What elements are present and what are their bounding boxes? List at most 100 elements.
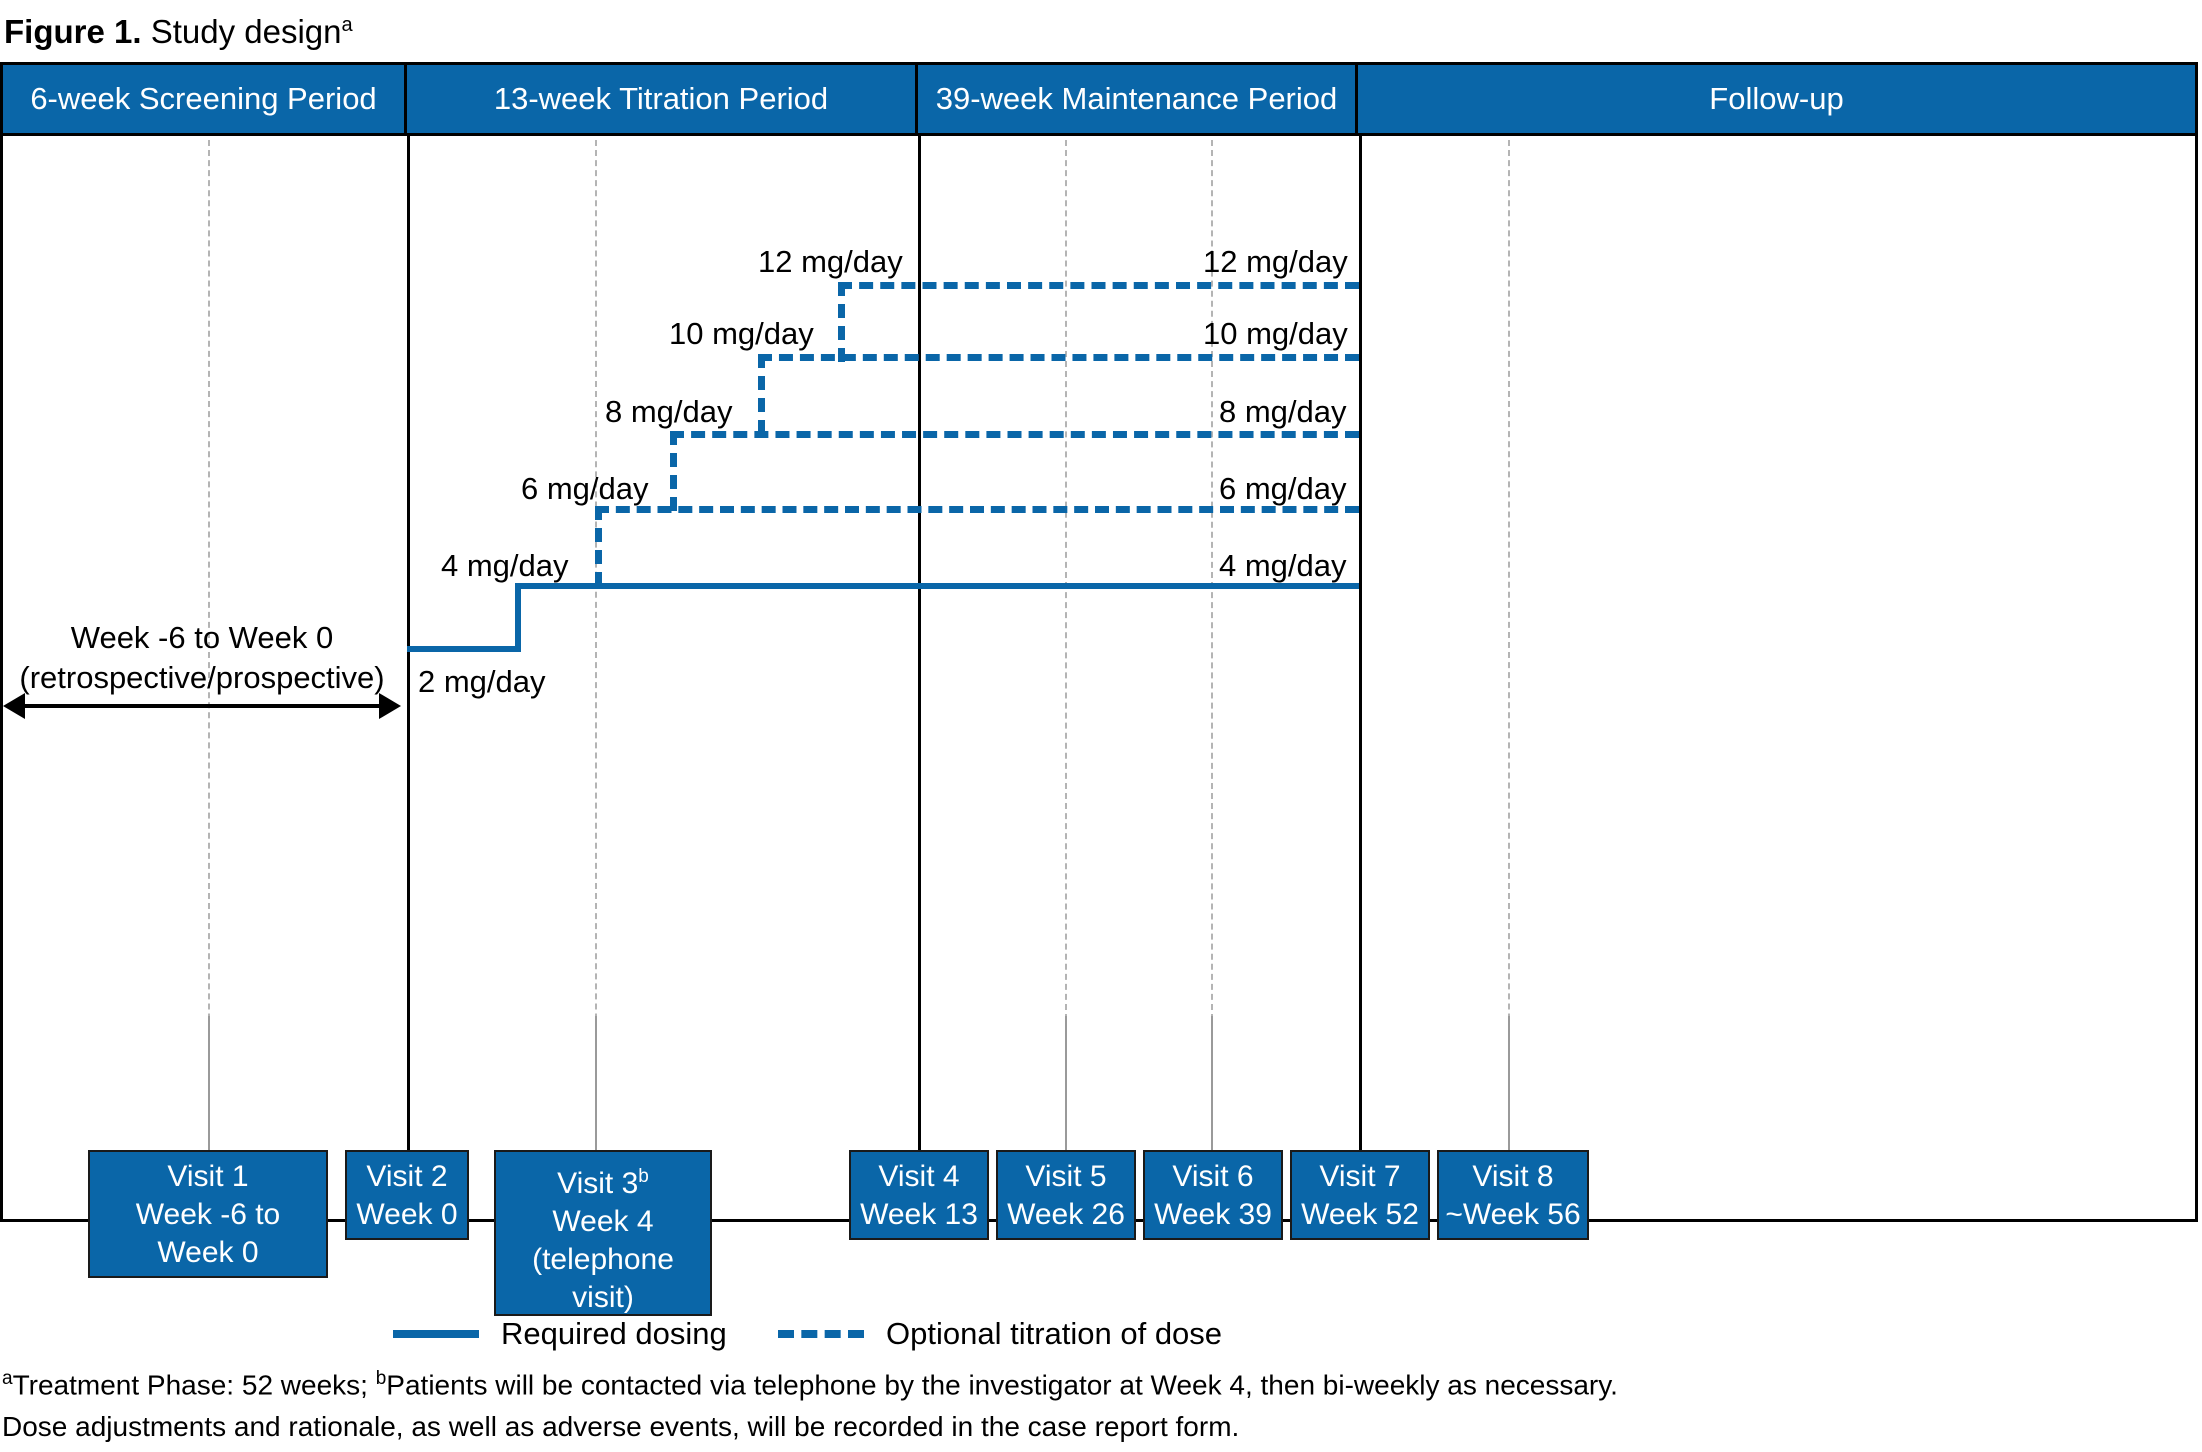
gridline-week-26: [1065, 140, 1067, 1020]
period-header-maintenance: 39-week Maintenance Period: [918, 65, 1358, 133]
figure-title-text: Study design: [141, 13, 342, 50]
dose-label-10mg-titration: 10 mg/day: [669, 316, 814, 351]
footnote-superscript-a: a: [2, 1368, 13, 1389]
header-bottom-rule: [3, 133, 2195, 136]
period-label-maintenance: 39-week Maintenance Period: [935, 81, 1338, 116]
titration-riser-10mg: [758, 354, 765, 434]
dose-label-12mg-titration: 12 mg/day: [758, 244, 903, 279]
period-header-followup: Follow-up: [1358, 65, 2195, 133]
visit-3-line-2: (telephone: [532, 1243, 674, 1276]
dose-label-6mg-maintenance: 6 mg/day: [1219, 471, 1347, 506]
visit-6-line-1: Week 39: [1154, 1198, 1272, 1231]
footnote-line-2: Dose adjustments and rationale, as well …: [2, 1411, 1240, 1443]
visit-4-name: Visit 4: [878, 1160, 960, 1193]
gridline-week-4: [595, 140, 597, 1150]
figure-footnote: aTreatment Phase: 52 weeks; bPatients wi…: [2, 1358, 2200, 1448]
titration-riser-6mg: [595, 506, 602, 586]
dose-label-8mg-maintenance: 8 mg/day: [1219, 394, 1347, 429]
visit-box-1[interactable]: Visit 1 Week -6 to Week 0: [88, 1150, 328, 1278]
visit-4-line-1: Week 13: [860, 1198, 978, 1231]
visit-8-name: Visit 8: [1472, 1160, 1554, 1193]
separator-screening-titration: [407, 136, 410, 746]
diagram-body: 12 mg/day 10 mg/day 8 mg/day 6 mg/day 4 …: [3, 136, 2195, 1351]
figure-label: Figure 1.: [4, 13, 142, 50]
visit-box-2[interactable]: Visit 2 Week 0: [345, 1150, 469, 1240]
visit-2-name: Visit 2: [366, 1160, 448, 1193]
visit-stem-1: [208, 1016, 210, 1151]
titration-plateau-8mg: [670, 431, 1359, 438]
visit-stem-3: [595, 1016, 597, 1151]
period-header-bar: 6-week Screening Period 13-week Titratio…: [3, 65, 2195, 133]
screening-note-line2: (retrospective/prospective): [19, 660, 385, 695]
visit-1-line-2: Week 0: [157, 1236, 259, 1269]
footnote-text-a: Treatment Phase: 52 weeks;: [12, 1369, 376, 1401]
legend-optional-titration: Optional titration of dose: [778, 1316, 1222, 1352]
dose-label-2mg-titration: 2 mg/day: [418, 664, 546, 699]
visit-box-3[interactable]: Visit 3b Week 4 (telephone visit): [494, 1150, 712, 1316]
period-header-screening: 6-week Screening Period: [3, 65, 407, 133]
titration-riser-12mg: [838, 282, 845, 362]
dose-label-12mg-maintenance: 12 mg/day: [1203, 244, 1348, 279]
visit-8-line-1: ~Week 56: [1445, 1198, 1581, 1231]
dose-label-8mg-titration: 8 mg/day: [605, 394, 733, 429]
visit-box-4[interactable]: Visit 4 Week 13: [849, 1150, 989, 1240]
legend-swatch-dashed-icon: [778, 1330, 864, 1338]
gridline-week-39: [1211, 140, 1213, 1020]
footnote-superscript-b: b: [375, 1368, 387, 1389]
legend-label-optional-titration: Optional titration of dose: [886, 1316, 1223, 1351]
period-header-titration: 13-week Titration Period: [407, 65, 918, 133]
titration-riser-8mg: [670, 431, 677, 511]
visit-6-name: Visit 6: [1172, 1160, 1254, 1193]
screening-span-arrow-line: [21, 704, 391, 708]
legend-required-dosing: Required dosing: [393, 1316, 727, 1352]
visit-1-name: Visit 1: [167, 1160, 249, 1193]
dose-label-6mg-titration: 6 mg/day: [521, 471, 649, 506]
gridline-week-56: [1508, 140, 1510, 1150]
visit-stem-7: [1359, 1016, 1362, 1151]
visit-stem-5: [1065, 1016, 1067, 1151]
period-label-titration: 13-week Titration Period: [493, 81, 829, 116]
visit-box-7[interactable]: Visit 7 Week 52: [1290, 1150, 1430, 1240]
visit-3-line-3: visit): [572, 1281, 634, 1314]
visit-2-line-1: Week 0: [356, 1198, 458, 1231]
required-riser-4mg: [515, 583, 521, 650]
separator-titration-maintenance: [918, 136, 921, 1016]
period-label-followup: Follow-up: [1709, 81, 1844, 116]
period-label-screening: 6-week Screening Period: [30, 81, 377, 116]
titration-plateau-10mg: [758, 354, 1359, 361]
visit-3-superscript: b: [638, 1166, 649, 1187]
visit-box-6[interactable]: Visit 6 Week 39: [1143, 1150, 1283, 1240]
study-design-diagram: 6-week Screening Period 13-week Titratio…: [0, 62, 2198, 1351]
gridline-week-minus3: [208, 140, 210, 1150]
dose-label-10mg-maintenance: 10 mg/day: [1203, 316, 1348, 351]
footnote-text-b: Patients will be contacted via telephone…: [386, 1369, 1618, 1401]
required-plateau-4mg: [515, 583, 1359, 589]
legend-swatch-solid-icon: [393, 1330, 479, 1338]
dose-label-4mg-titration: 4 mg/day: [441, 548, 569, 583]
titration-plateau-12mg: [838, 282, 1359, 289]
visit-7-line-1: Week 52: [1301, 1198, 1419, 1231]
figure-title-superscript: a: [341, 14, 353, 36]
visit-5-name: Visit 5: [1025, 1160, 1107, 1193]
visit-box-8[interactable]: Visit 8 ~Week 56: [1437, 1150, 1589, 1240]
visit-3-name-row: Visit 3b: [557, 1158, 649, 1203]
visit-stem-2: [407, 746, 410, 1151]
visit-stem-6: [1211, 1016, 1213, 1151]
visit-5-line-1: Week 26: [1007, 1198, 1125, 1231]
legend-label-required-dosing: Required dosing: [501, 1316, 727, 1351]
figure-title: Figure 1. Study designa: [4, 6, 353, 51]
visit-3-name: Visit 3: [557, 1167, 639, 1200]
visit-box-5[interactable]: Visit 5 Week 26: [996, 1150, 1136, 1240]
separator-maintenance-followup: [1359, 136, 1362, 1016]
footnote-line-1: aTreatment Phase: 52 weeks; bPatients wi…: [2, 1358, 2200, 1406]
screening-span-arrow-head-left: [3, 693, 25, 719]
required-plateau-2mg: [407, 646, 521, 652]
screening-period-note: Week -6 to Week 0 (retrospective/prospec…: [3, 618, 401, 698]
screening-span-arrow-head-right: [379, 693, 401, 719]
visit-stem-8: [1508, 1016, 1510, 1151]
dose-label-4mg-maintenance: 4 mg/day: [1219, 548, 1347, 583]
titration-plateau-6mg: [595, 506, 1359, 513]
visit-stem-4: [918, 1016, 921, 1151]
screening-note-line1: Week -6 to Week 0: [70, 620, 334, 655]
